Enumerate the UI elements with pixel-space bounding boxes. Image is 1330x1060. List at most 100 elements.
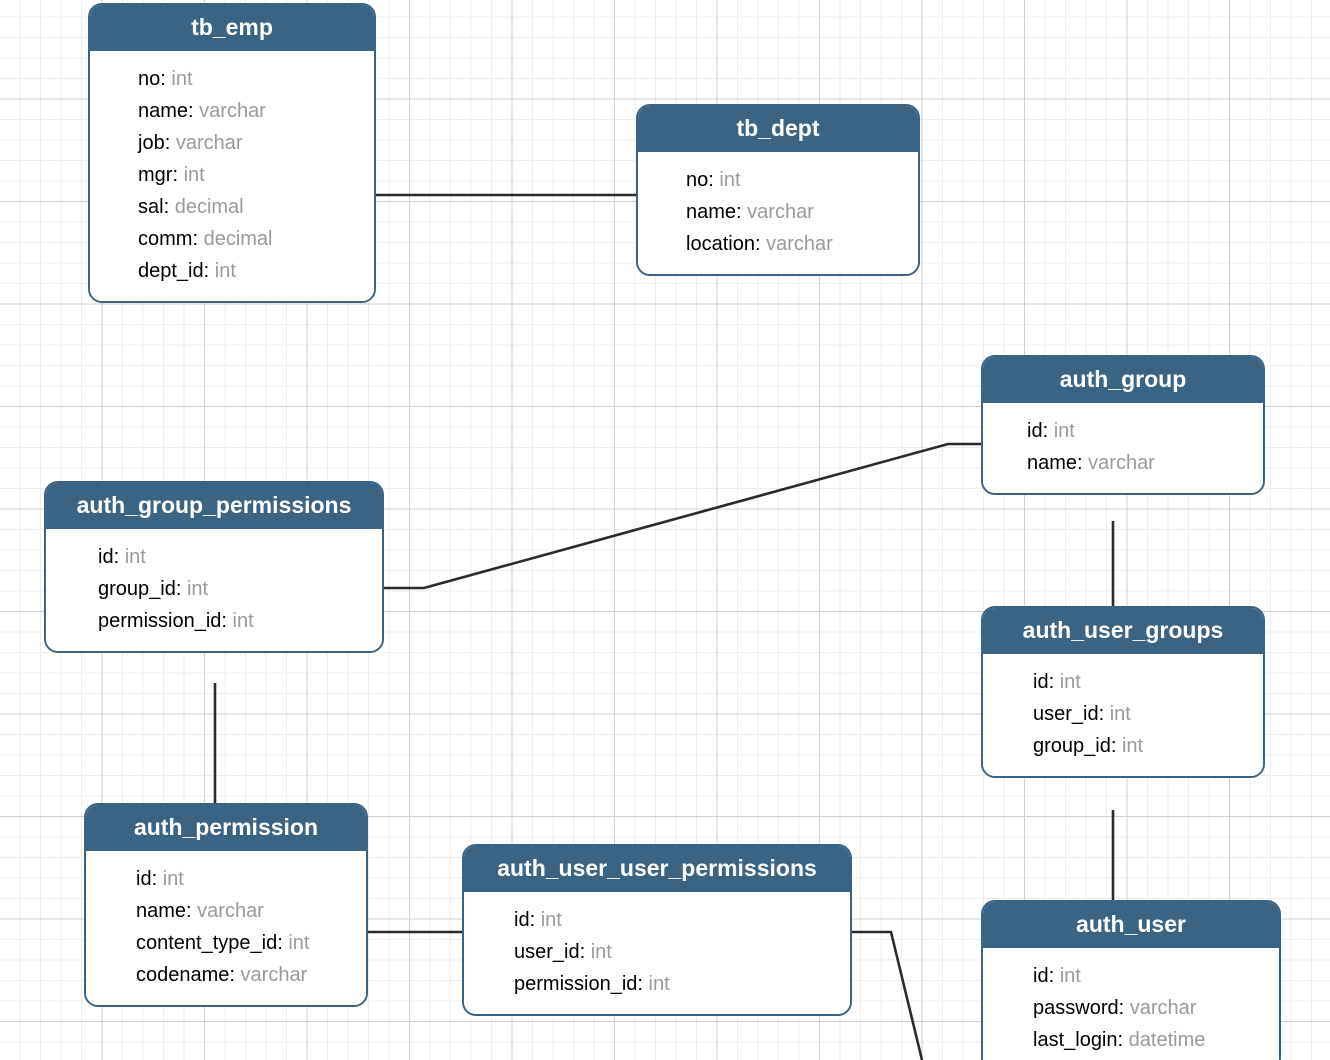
field-type: decimal bbox=[174, 195, 244, 218]
field-type: int bbox=[288, 931, 310, 954]
field-row[interactable]: id: int bbox=[983, 666, 1263, 698]
field-type: int bbox=[1121, 734, 1144, 757]
field-separator: : bbox=[736, 200, 748, 223]
field-separator: : bbox=[1098, 702, 1110, 725]
field-name: id bbox=[514, 908, 530, 931]
field-type: int bbox=[232, 609, 254, 632]
field-row[interactable]: job: varchar bbox=[90, 127, 374, 159]
field-row[interactable]: name: varchar bbox=[90, 95, 374, 127]
field-row[interactable]: id: int bbox=[86, 863, 366, 895]
table-title-auth_user_groups: auth_user_groups bbox=[983, 608, 1263, 654]
field-separator: : bbox=[708, 168, 720, 191]
field-type: int bbox=[1053, 419, 1075, 442]
table-title-auth_group_permissions: auth_group_permissions bbox=[46, 483, 382, 529]
field-separator: : bbox=[186, 899, 198, 922]
field-row[interactable]: sal: decimal bbox=[90, 191, 374, 223]
field-separator: : bbox=[754, 232, 767, 255]
field-name: permission_id bbox=[98, 609, 222, 632]
field-name: id bbox=[1033, 964, 1049, 987]
field-name: mgr bbox=[138, 163, 173, 186]
table-title-auth_user_user_permissions: auth_user_user_permissions bbox=[464, 846, 850, 892]
field-type: int bbox=[1059, 964, 1081, 987]
field-type: int bbox=[214, 259, 236, 282]
field-type: varchar bbox=[199, 99, 266, 122]
field-row[interactable]: codename: varchar bbox=[86, 959, 366, 991]
field-type: int bbox=[1059, 670, 1081, 693]
field-row[interactable]: mgr: int bbox=[90, 159, 374, 191]
field-row[interactable]: id: int bbox=[983, 960, 1279, 992]
field-type: int bbox=[183, 163, 205, 186]
field-row[interactable]: no: int bbox=[638, 164, 918, 196]
field-row[interactable]: name: varchar bbox=[983, 447, 1263, 479]
field-type: int bbox=[540, 908, 562, 931]
field-name: id bbox=[1027, 419, 1043, 442]
field-name: permission_id bbox=[514, 972, 638, 995]
field-name: dept_id bbox=[138, 259, 204, 282]
relationship-edge[interactable] bbox=[852, 930, 924, 1060]
field-type: int bbox=[186, 577, 209, 600]
field-name: job bbox=[138, 131, 165, 154]
field-row[interactable]: comm: decimal bbox=[90, 223, 374, 255]
field-type: int bbox=[162, 867, 184, 890]
field-type: int bbox=[590, 940, 612, 963]
field-name: user_id bbox=[1033, 702, 1099, 725]
field-row[interactable]: group_id: int bbox=[46, 573, 382, 605]
field-row[interactable]: password: varchar bbox=[983, 992, 1279, 1024]
table-title-tb_emp: tb_emp bbox=[90, 5, 374, 51]
field-row[interactable]: id: int bbox=[46, 541, 382, 573]
field-row[interactable]: user_id: int bbox=[464, 936, 850, 968]
field-separator: : bbox=[1048, 670, 1060, 693]
field-type: int bbox=[648, 972, 670, 995]
relationship-edge[interactable] bbox=[384, 442, 981, 590]
field-row[interactable]: group_id: int bbox=[983, 730, 1263, 762]
field-separator: : bbox=[1117, 1028, 1129, 1051]
field-name: user_id bbox=[514, 940, 580, 963]
field-row[interactable]: dept_id: int bbox=[90, 255, 374, 287]
field-row[interactable]: content_type_id: int bbox=[86, 927, 366, 959]
field-separator: : bbox=[203, 259, 215, 282]
field-row[interactable]: user_id: int bbox=[983, 698, 1263, 730]
field-name: name bbox=[136, 899, 187, 922]
field-name: group_id bbox=[1033, 734, 1111, 757]
field-row[interactable]: location: varchar bbox=[638, 228, 918, 260]
field-row[interactable]: last_login: datetime bbox=[983, 1024, 1279, 1056]
field-row[interactable]: no: int bbox=[90, 63, 374, 95]
field-separator: : bbox=[277, 931, 289, 954]
table-title-auth_permission: auth_permission bbox=[86, 805, 366, 851]
field-separator: : bbox=[151, 867, 163, 890]
field-separator: : bbox=[188, 99, 200, 122]
table-title-auth_group: auth_group bbox=[983, 357, 1263, 403]
field-row[interactable]: name: varchar bbox=[86, 895, 366, 927]
field-separator: : bbox=[221, 609, 233, 632]
field-separator: : bbox=[160, 67, 172, 90]
field-row[interactable]: name: varchar bbox=[638, 196, 918, 228]
field-row[interactable]: id: int bbox=[464, 904, 850, 936]
field-name: name bbox=[138, 99, 189, 122]
table-title-auth_user: auth_user bbox=[983, 902, 1279, 948]
field-name: comm bbox=[138, 227, 193, 250]
field-separator: : bbox=[163, 195, 175, 218]
field-separator: : bbox=[229, 963, 241, 986]
field-separator: : bbox=[529, 908, 541, 931]
field-row[interactable]: permission_id: int bbox=[464, 968, 850, 1000]
field-separator: : bbox=[1110, 734, 1122, 757]
field-name: codename bbox=[136, 963, 230, 986]
field-type: datetime bbox=[1128, 1028, 1206, 1051]
field-name: location bbox=[686, 232, 755, 255]
field-row[interactable]: permission_id: int bbox=[46, 605, 382, 637]
field-separator: : bbox=[164, 131, 176, 154]
field-row[interactable]: id: int bbox=[983, 415, 1263, 447]
